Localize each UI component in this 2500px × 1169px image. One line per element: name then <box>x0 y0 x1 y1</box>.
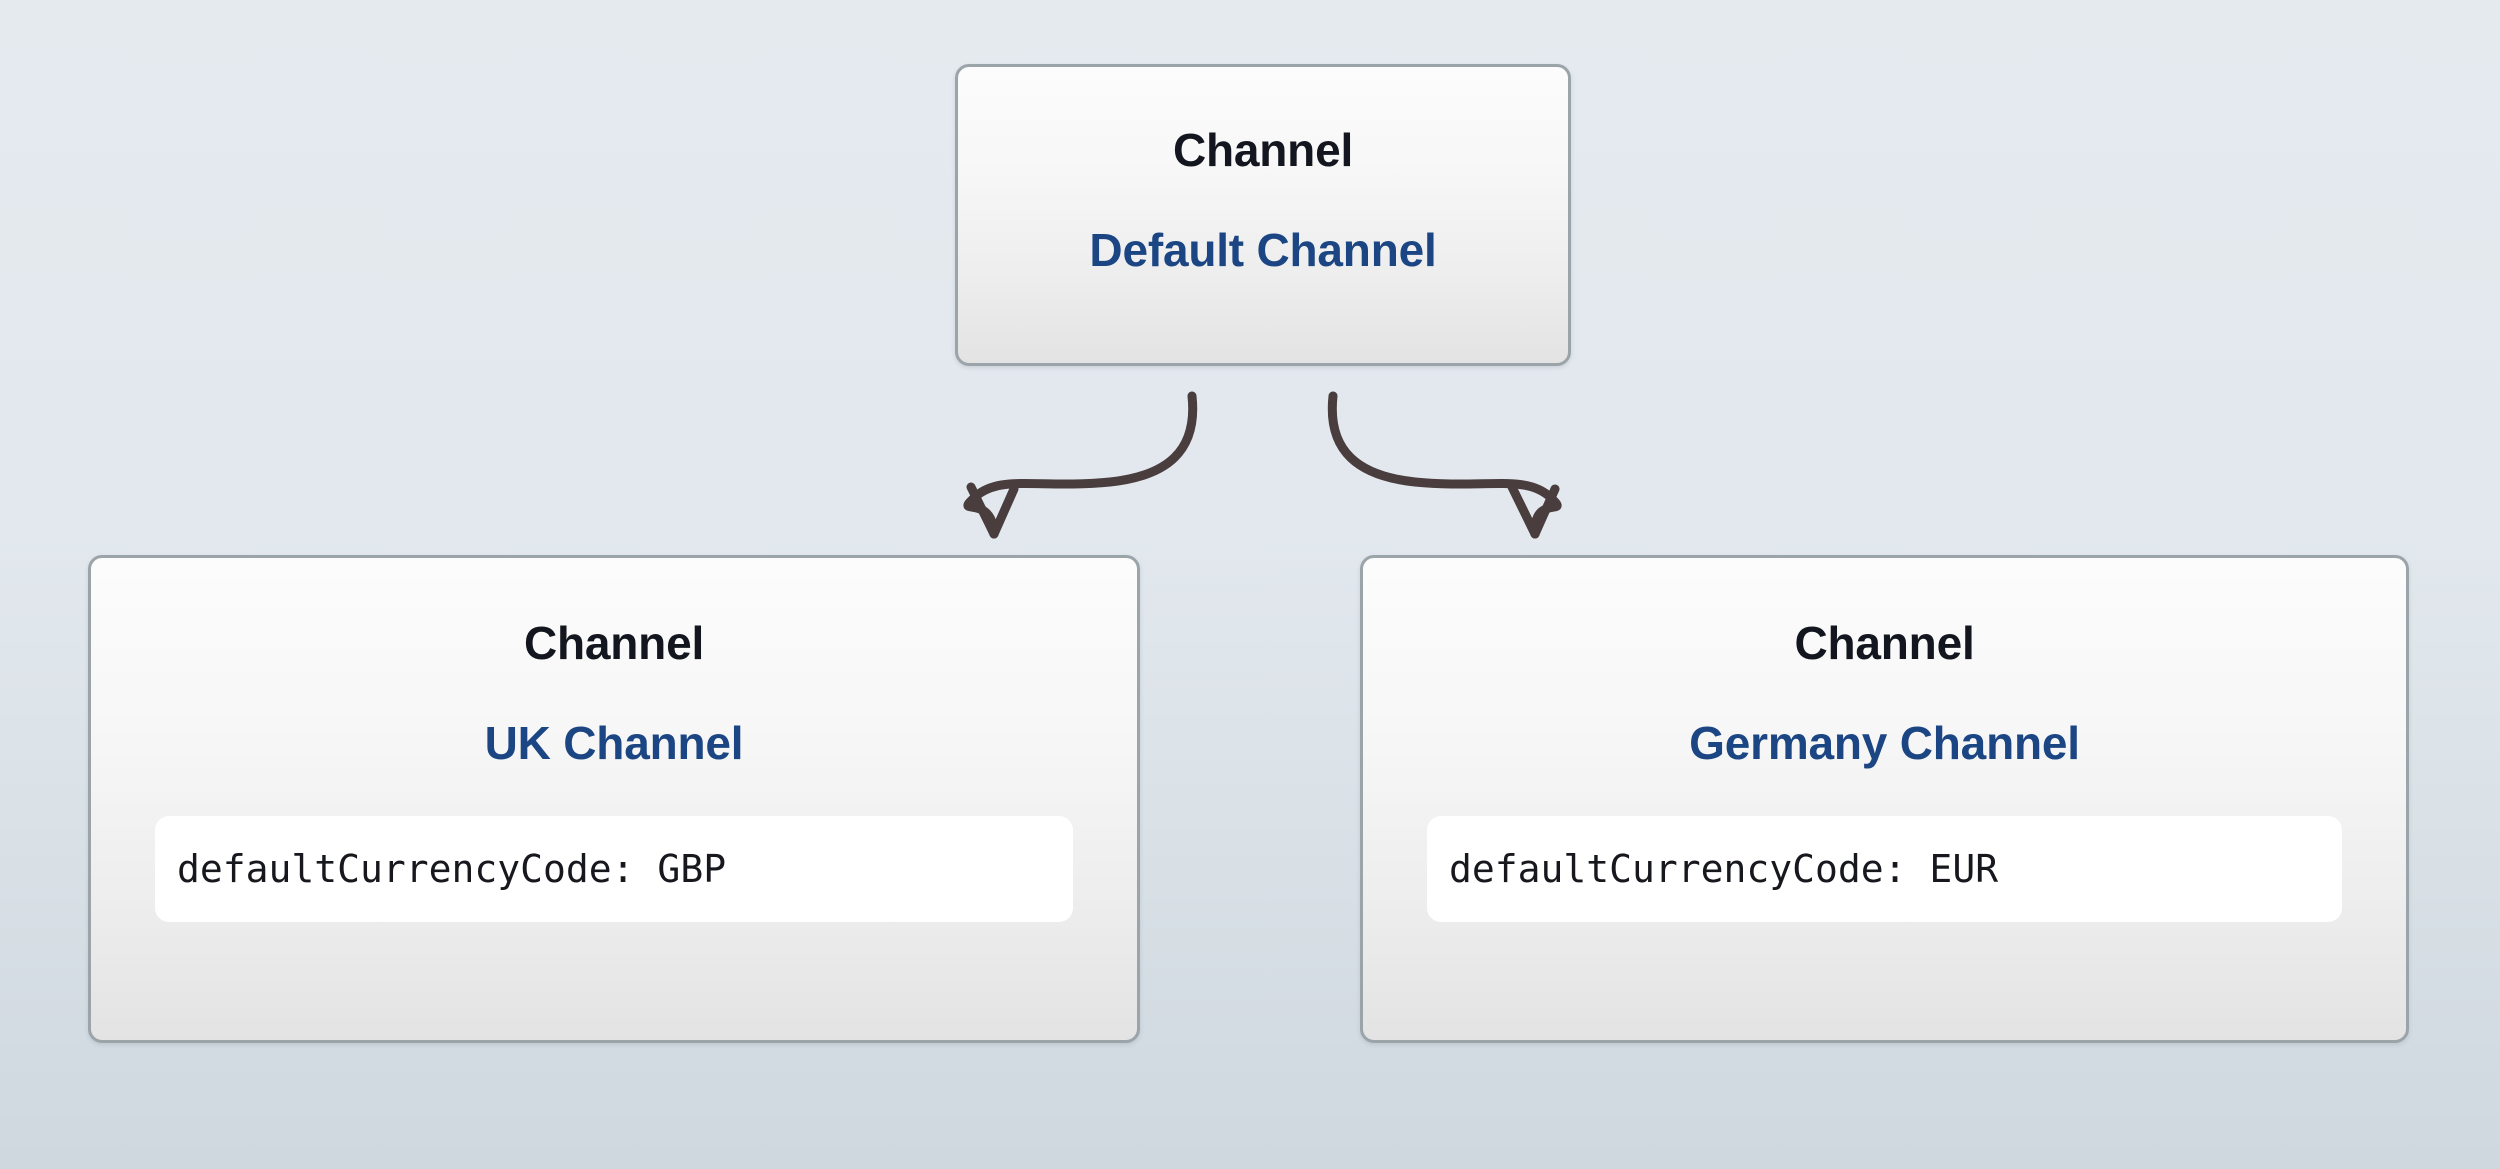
edge-root-to-uk-arrowhead-left <box>966 482 999 539</box>
edge-root-to-de-arrowhead-left <box>1507 482 1540 539</box>
node-name-label: Germany Channel <box>1689 717 2080 769</box>
node-type-label: Channel <box>523 617 705 669</box>
node-type-label: Channel <box>1794 617 1975 669</box>
edge-root-to-uk-arrowhead-right <box>989 484 1019 539</box>
node-type-label: Channel <box>1172 124 1354 176</box>
edge-root-to-de <box>1327 391 1562 539</box>
node-name-label: UK Channel <box>484 717 744 769</box>
entity-node-default-channel[interactable]: Channel Default Channel <box>955 64 1571 366</box>
entity-node-germany-channel[interactable]: Channel Germany Channel defaultCurrencyC… <box>1360 555 2409 1043</box>
attribute-text: defaultCurrencyCode: GBP <box>177 847 727 891</box>
attribute-chip: defaultCurrencyCode: EUR <box>1427 816 2342 922</box>
node-name-label: Default Channel <box>1089 224 1437 276</box>
attribute-text: defaultCurrencyCode: EUR <box>1449 847 1999 891</box>
edge-root-to-uk <box>963 391 1198 539</box>
attribute-chip: defaultCurrencyCode: GBP <box>155 816 1073 922</box>
entity-node-uk-channel[interactable]: Channel UK Channel defaultCurrencyCode: … <box>88 555 1140 1043</box>
edge-root-to-de-arrowhead-right <box>1530 484 1560 539</box>
